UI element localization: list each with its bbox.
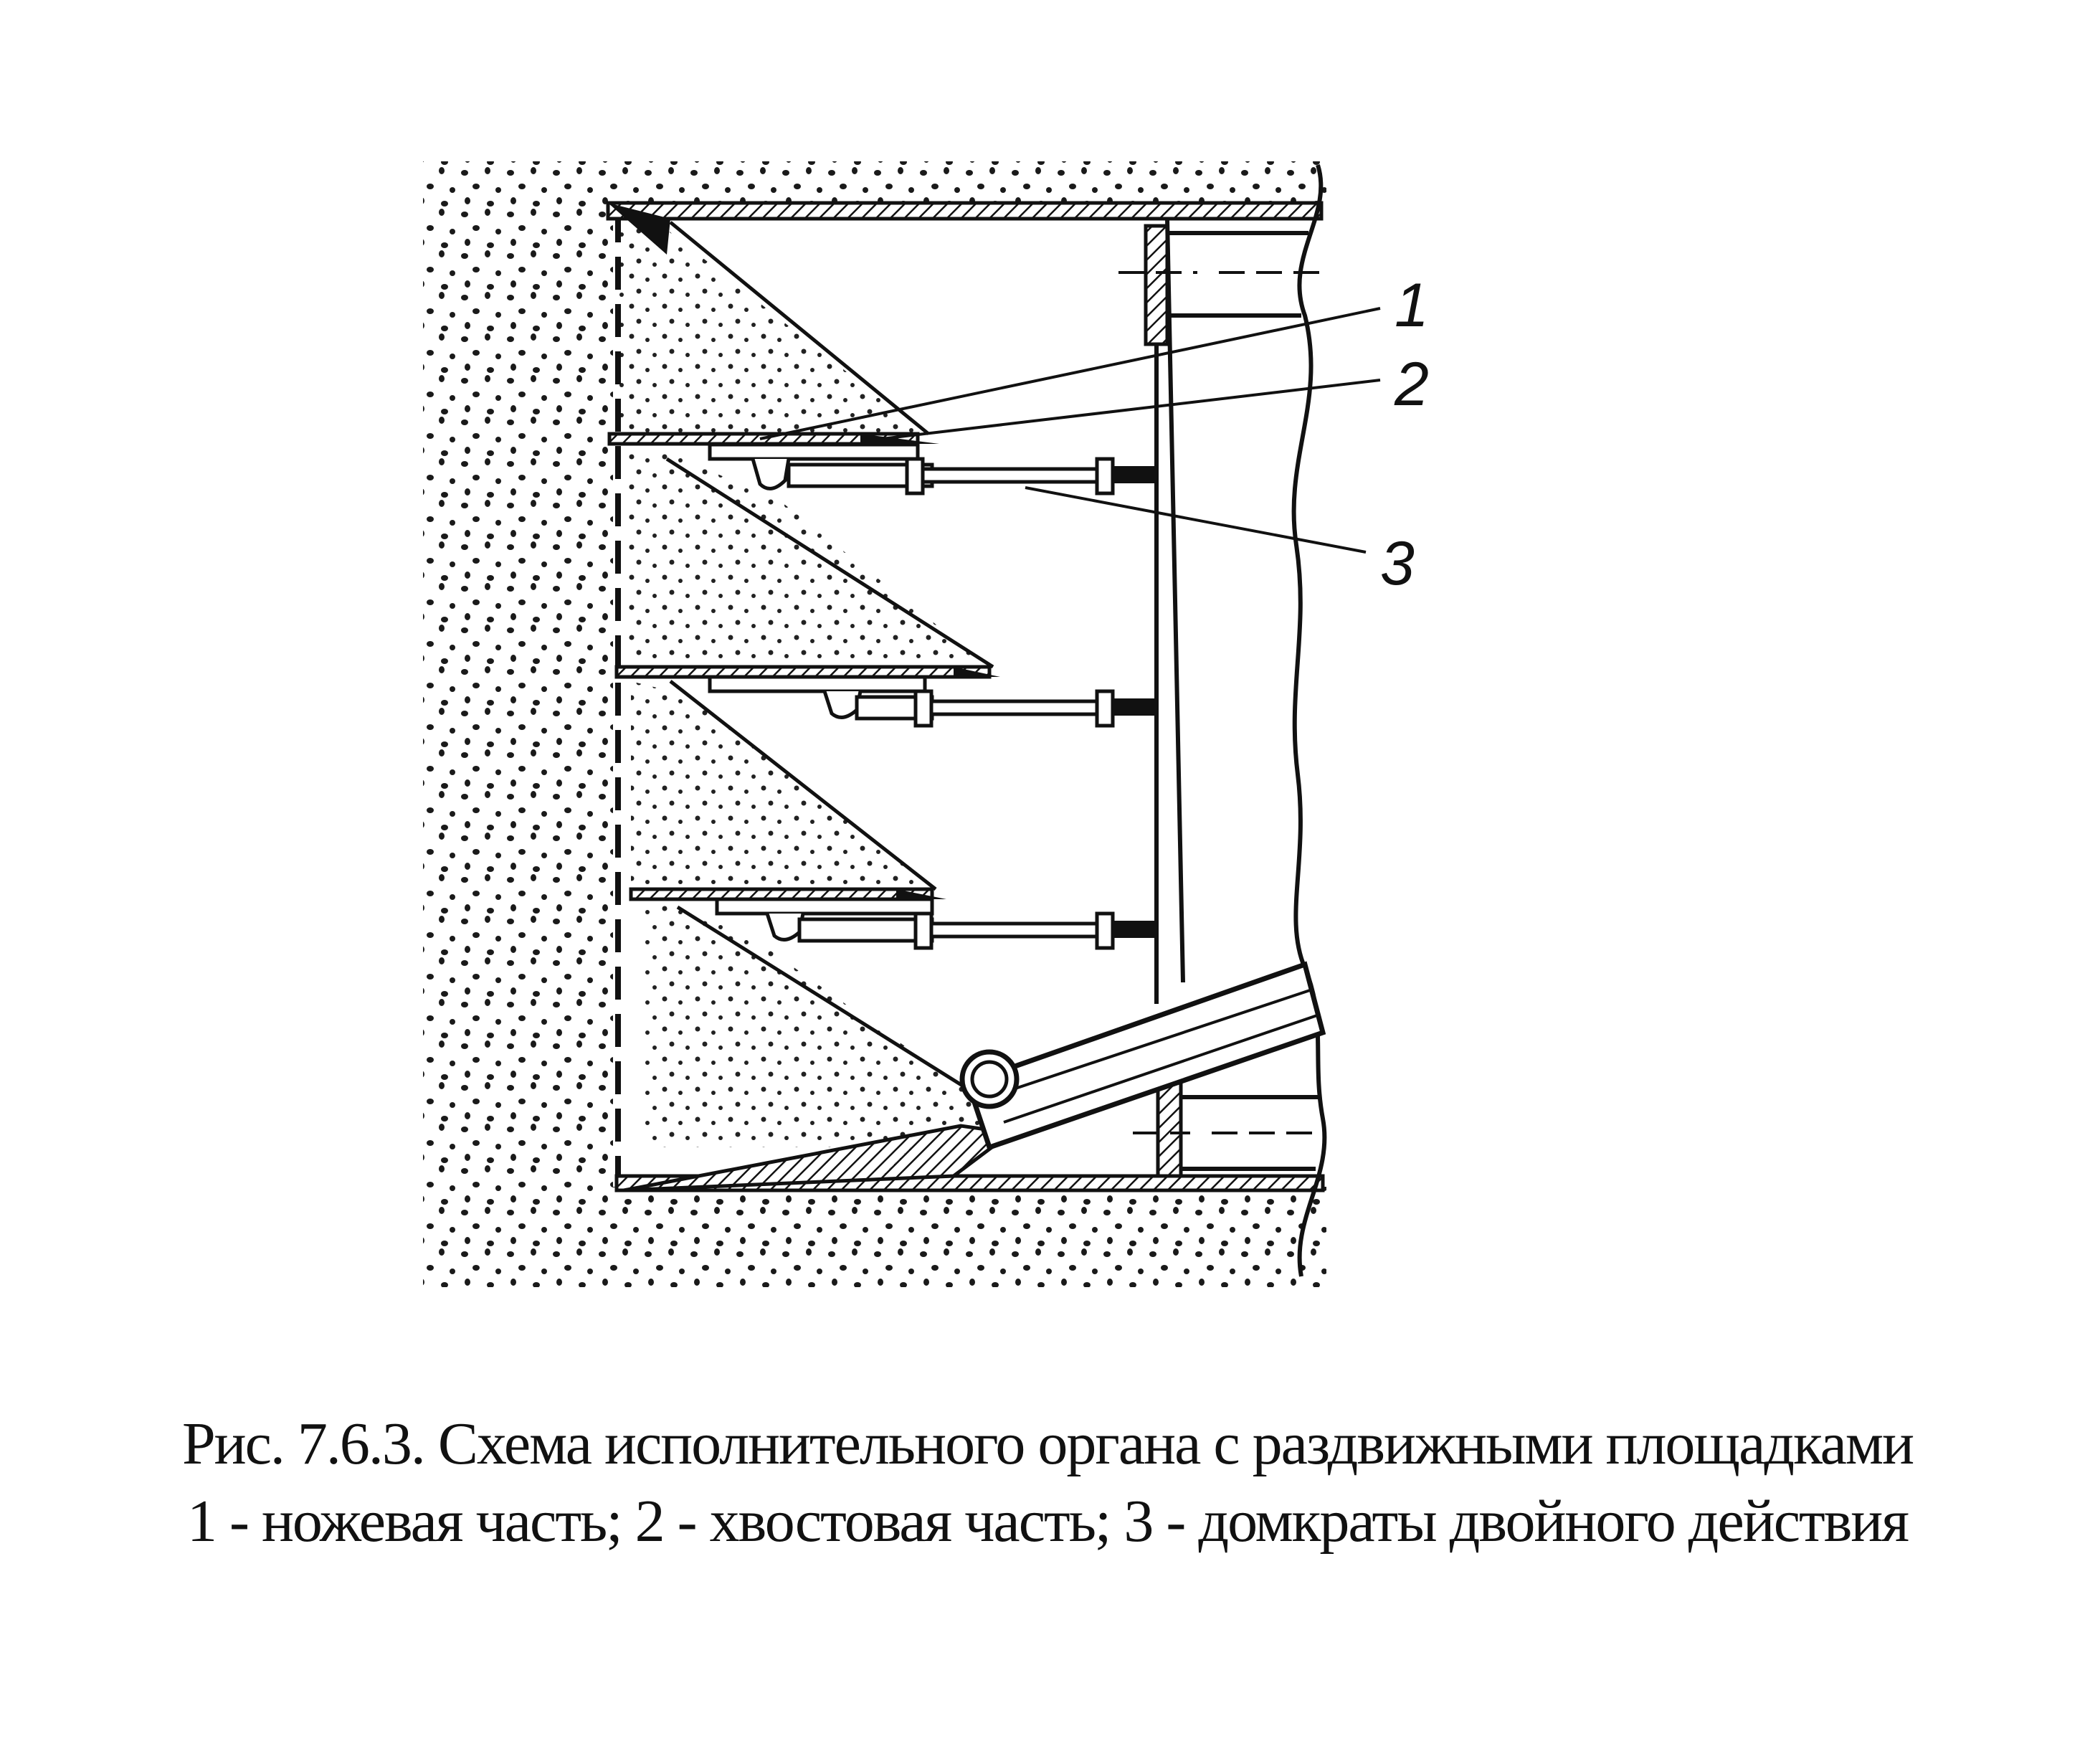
muck-conveyor: [959, 961, 1326, 1151]
jack-collar-top-a: [905, 457, 925, 495]
jack-rod-top: [921, 467, 1104, 484]
bracket-top: [751, 458, 791, 490]
platform-top: [607, 432, 1156, 495]
callout-label-1: 1: [1395, 271, 1429, 340]
shield-bulkhead: [1144, 218, 1185, 1178]
ground-bottom: [423, 1187, 1326, 1287]
leader-3: [1025, 486, 1367, 554]
jack-collar-middle-a: [913, 689, 934, 728]
jack-collar-lower-a: [913, 911, 934, 950]
conveyor-drum-axle: [970, 1060, 1009, 1099]
jack-collar-top-b: [1095, 457, 1115, 495]
caption-title: Рис. 7.6.3. Схема исполнительного органа…: [181, 1410, 1914, 1477]
ground-top: [423, 161, 1326, 206]
lining-upper: [1167, 231, 1308, 318]
jack-rod-lower: [929, 921, 1102, 939]
knife-tip-top: [860, 434, 939, 444]
soil-slope-upper-middle: [624, 452, 989, 667]
leader-1: [759, 307, 1381, 440]
soil-slope-bottom: [645, 900, 1018, 1147]
jack-mount-lower: [1113, 921, 1156, 938]
slope-lines: [665, 221, 994, 1096]
callout-label-3: 3: [1380, 529, 1415, 598]
lining-lower: [1182, 1095, 1319, 1171]
tail-part-lower: [715, 897, 934, 916]
figure-caption: Рис. 7.6.3. Схема исполнительного органа…: [0, 1405, 2095, 1560]
jack-cylinder-lower: [797, 917, 934, 943]
tail-part-middle: [708, 675, 927, 693]
callout-label-2: 2: [1394, 350, 1429, 419]
bulkhead-upper: [1144, 224, 1169, 346]
jack-rod-middle: [929, 699, 1102, 716]
break-line: [1291, 164, 1327, 1277]
platform-middle: [614, 665, 1156, 728]
ground-mass: [423, 161, 1326, 1287]
conveyor-body: [964, 961, 1326, 1151]
leader-2: [881, 379, 1381, 440]
tunnel-lining: [1118, 164, 1327, 1277]
shell-top-plate: [606, 201, 1324, 221]
tail-part-top: [708, 442, 920, 461]
platform-lower: [629, 887, 1156, 950]
cutting-edge-top: [608, 203, 670, 255]
soil-slope-lower-middle: [631, 681, 932, 886]
jack-collar-middle-b: [1095, 689, 1115, 728]
caption-legend: 1 - ножевая часть; 2 - хвостовая часть; …: [186, 1488, 1909, 1555]
soil-slope-top: [617, 215, 925, 434]
knife-tip-lower: [896, 889, 946, 899]
ground-left: [423, 161, 613, 1287]
jack-mount-middle: [1113, 698, 1156, 716]
knife-tip-middle: [954, 667, 1000, 677]
callout-labels: 1 2 3: [1380, 271, 1429, 598]
face-soil-slopes: [617, 215, 1018, 1147]
callout-leaders: [759, 307, 1381, 554]
jack-collar-lower-b: [1095, 911, 1115, 950]
jack-mount-top: [1113, 466, 1156, 483]
